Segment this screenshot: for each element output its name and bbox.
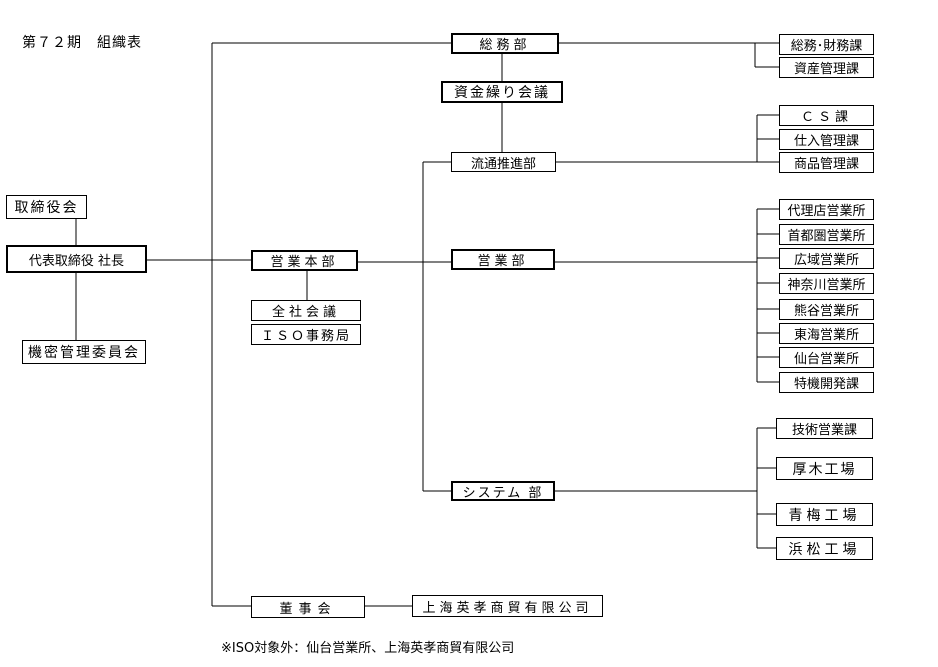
sales-office-box: 代理店営業所 [779,199,874,220]
directors-box: 董事会 [251,596,365,618]
sales-office-box: 首都圏営業所 [779,224,874,245]
president-box: 代表取締役 社長 [6,245,147,273]
secret-committee-box: 機密管理委員会 [22,340,146,364]
system-section-box: 青梅工場 [776,503,873,526]
system-section-box: 技術営業課 [776,418,873,439]
sales-office-box: 神奈川営業所 [779,273,874,294]
company-meeting-box: 全社会議 [251,300,361,321]
shanghai-company-box: 上海英孝商貿有限公司 [412,595,603,617]
section-box: ＣＳ課 [779,105,874,126]
sales-office-box: 熊谷営業所 [779,299,874,320]
section-box: 総務･財務課 [779,34,874,55]
section-box: 仕入管理課 [779,129,874,150]
sales-office-box: 広域営業所 [779,248,874,269]
footnote: ※ISO対象外：仙台営業所、上海英孝商貿有限公司 [221,641,515,656]
sales-office-box: 東海営業所 [779,323,874,344]
sales-office-box: 仙台営業所 [779,347,874,368]
iso-office-box: ＩＳＯ事務局 [251,324,361,345]
board-box: 取締役会 [6,195,87,219]
system-section-box: 浜松工場 [776,537,873,560]
general-affairs-box: 総務部 [451,33,559,54]
sales-office-box: 特機開発課 [779,372,874,393]
sales-hq-box: 営業本部 [251,250,358,271]
section-box: 資産管理課 [779,57,874,78]
funding-meeting-box: 資金繰り会議 [441,81,563,103]
sales-dept-box: 営業部 [451,249,555,270]
system-section-box: 厚木工場 [776,457,873,480]
distribution-dept-box: 流通推進部 [451,152,556,172]
section-box: 商品管理課 [779,152,874,173]
system-dept-box: システム 部 [451,481,555,501]
page-title: 第７２期 組織表 [22,35,142,51]
